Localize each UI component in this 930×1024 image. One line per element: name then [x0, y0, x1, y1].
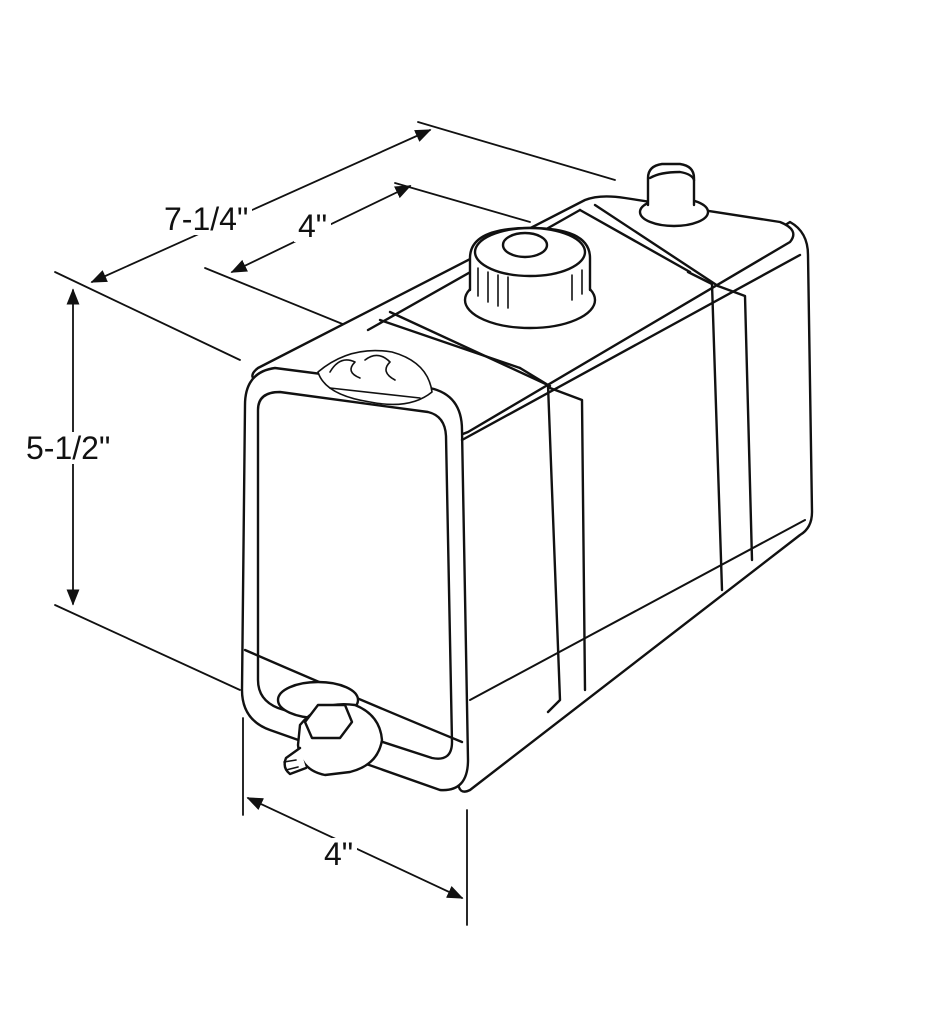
filler-cap	[463, 226, 597, 330]
strap-top-rear	[578, 208, 692, 274]
strap-rear-left	[686, 270, 724, 592]
strap-rear-right	[716, 284, 754, 562]
ext-line-length-front	[54, 271, 241, 361]
filler-cap-knob	[501, 231, 549, 259]
tank-side-face	[453, 220, 814, 793]
outlet-fitting	[276, 680, 384, 777]
outlet-fitting-barb	[283, 759, 299, 771]
filler-cap-knurl	[477, 267, 583, 309]
vent-fitting-body	[646, 162, 696, 207]
dimension-height-label: 5-1/2"	[22, 432, 115, 464]
dimension-width-label: 4"	[320, 838, 358, 870]
logo-emblem	[317, 349, 433, 406]
dimension-length-label: 7-1/4"	[160, 203, 253, 235]
ext-line-cap-front	[204, 267, 346, 326]
arrow-line-length	[90, 129, 432, 283]
ext-line-height-bottom	[54, 604, 241, 691]
tank-straps	[378, 203, 754, 714]
strap-top-rear-2	[593, 203, 720, 288]
tank-side-trim	[469, 519, 806, 701]
strap-front-right	[548, 386, 587, 692]
tank-front-panel	[256, 390, 454, 760]
tank-top-ridge-2	[460, 253, 802, 442]
vent-fitting	[638, 162, 710, 228]
outlet-fitting-nipple	[283, 746, 308, 776]
outlet-fitting-nut	[303, 703, 354, 740]
strap-top-front	[378, 318, 522, 370]
strap-front-left	[518, 366, 562, 714]
strap-top-front-2	[388, 310, 552, 388]
vent-fitting-cap	[648, 170, 696, 182]
ext-line-length-rear	[417, 121, 616, 181]
ext-line-cap-rear	[394, 182, 531, 223]
dimension-cap-offset-label: 4"	[294, 210, 332, 242]
